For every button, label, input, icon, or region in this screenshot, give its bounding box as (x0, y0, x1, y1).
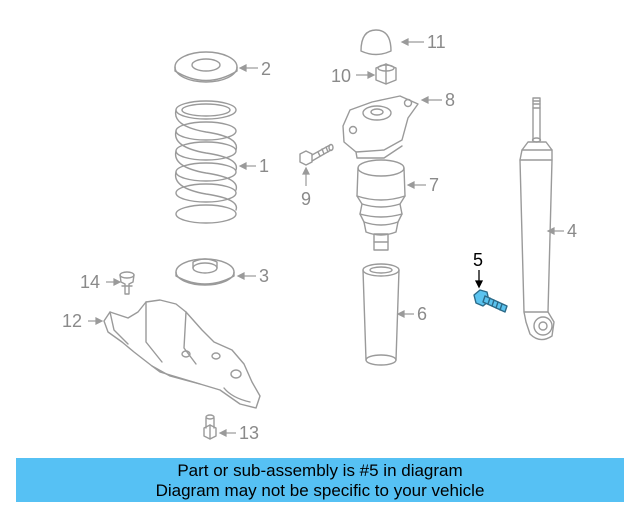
caption-line-1: Part or sub-assembly is #5 in diagram (177, 461, 463, 480)
leader-arrow-1 (238, 162, 256, 170)
bolt-part-13[interactable] (204, 415, 216, 439)
callout-4: 4 (567, 221, 577, 241)
callout-14: 14 (80, 272, 100, 292)
callout-11: 11 (427, 32, 446, 52)
lower-spring-seat-part-3[interactable] (176, 259, 234, 285)
nut-part-10[interactable] (376, 64, 396, 84)
strut-mount-part-8[interactable] (343, 96, 418, 158)
leader-arrow-4 (546, 227, 564, 235)
cap-part-11[interactable] (361, 30, 391, 55)
leader-arrow-8 (420, 96, 442, 104)
caption-line-2: Diagram may not be specific to your vehi… (155, 481, 485, 500)
leader-arrow-13 (218, 429, 236, 437)
clip-part-14[interactable] (120, 272, 134, 294)
callout-12: 12 (62, 311, 82, 331)
lower-arm-part-12[interactable] (104, 300, 260, 408)
leader-arrow-12 (88, 317, 104, 325)
callout-7: 7 (429, 175, 439, 195)
leader-arrow-6 (396, 310, 414, 318)
leader-arrow-14 (106, 278, 122, 286)
leader-arrow-11 (400, 38, 424, 46)
leader-arrow-2 (238, 64, 258, 72)
leader-arrow-3 (236, 272, 256, 280)
shock-absorber-part-4[interactable] (520, 98, 554, 340)
dust-boot-part-6[interactable] (363, 264, 399, 365)
coil-spring-part-1[interactable] (176, 101, 237, 223)
leader-arrow-5 (474, 270, 484, 289)
caption-bar: Part or sub-assembly is #5 in diagram Di… (16, 458, 624, 502)
bump-stop-part-7[interactable] (357, 160, 405, 250)
callout-1: 1 (259, 156, 269, 176)
callout-3: 3 (259, 266, 269, 286)
bolt-part-9[interactable] (300, 145, 333, 166)
callout-5: 5 (473, 250, 483, 270)
callout-10: 10 (331, 66, 351, 86)
callout-9: 9 (301, 189, 311, 209)
callout-8: 8 (445, 90, 455, 110)
leader-arrow-10 (356, 71, 376, 79)
leader-arrow-9 (302, 166, 310, 186)
callout-2: 2 (261, 59, 271, 79)
leader-arrow-7 (406, 181, 426, 189)
parts-diagram: 2 1 3 11 10 8 9 7 6 4 14 12 13 5 (62, 0, 577, 443)
callout-6: 6 (417, 304, 427, 324)
callout-13: 13 (239, 423, 259, 443)
upper-spring-seat-part-2[interactable] (175, 52, 237, 82)
highlighted-bolt-part-5[interactable] (474, 290, 507, 312)
